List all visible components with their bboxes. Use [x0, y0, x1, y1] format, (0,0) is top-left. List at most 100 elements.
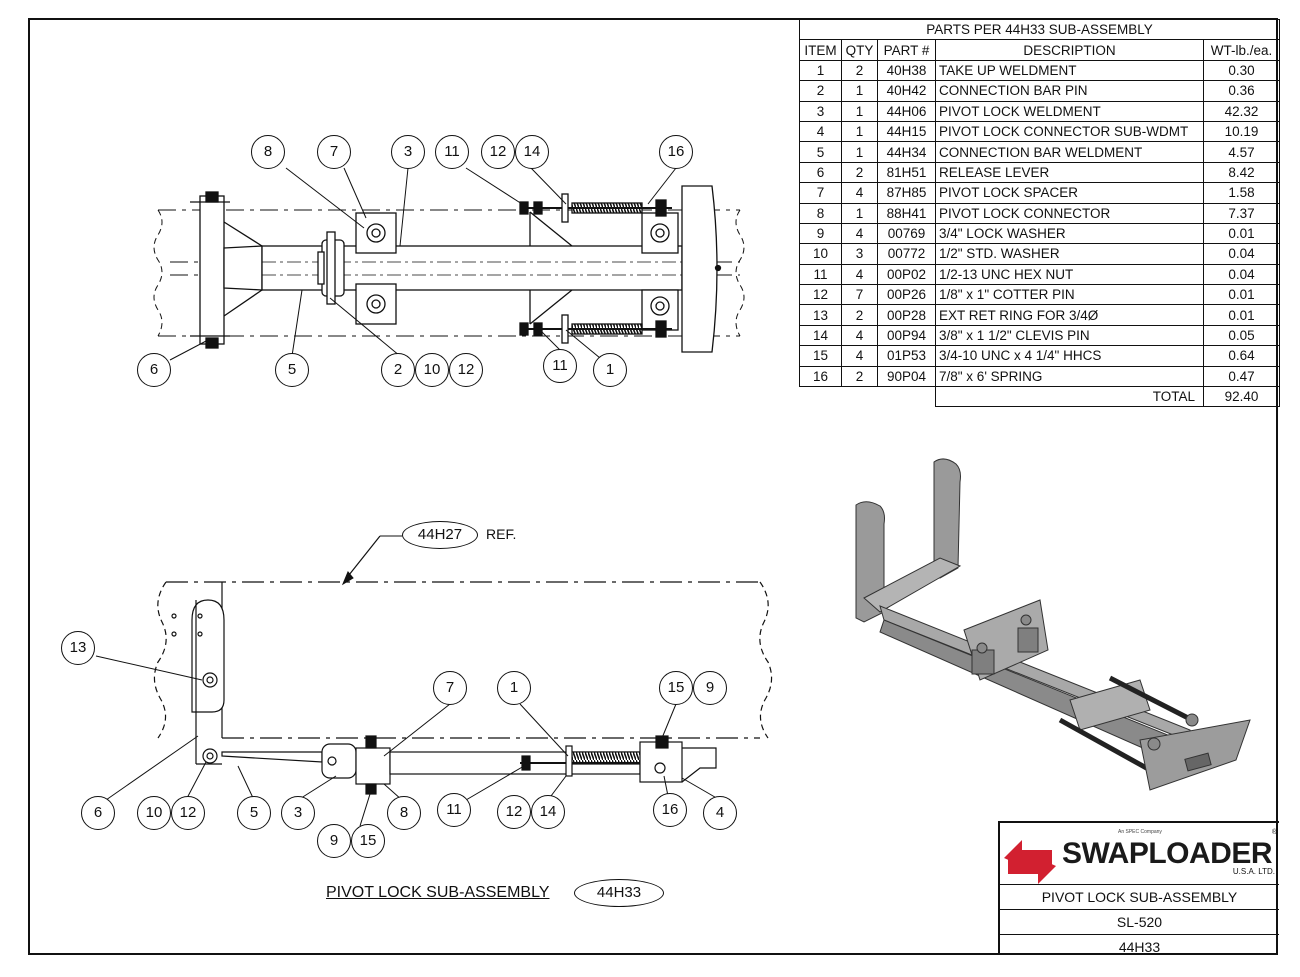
side-view-leaders [95, 535, 721, 827]
top-view [153, 185, 745, 353]
header-weight: WT-lb./ea. [1203, 39, 1280, 61]
cell-description: 7/8" x 6' SPRING [935, 365, 1204, 388]
cell-item: 16 [799, 365, 842, 388]
header-item: ITEM [799, 39, 842, 61]
top-view-callout-balloon: 5 [275, 353, 309, 387]
cell-qty: 4 [841, 222, 878, 245]
top-view-leaders [169, 167, 677, 361]
cell-qty: 2 [841, 59, 878, 82]
title-block: An SPEC Company SWAPLOADER ® U.S.A. LTD.… [998, 821, 1279, 955]
top-view-callout-balloon: 12 [481, 135, 515, 169]
side-view-callout-balloon: 14 [531, 795, 565, 829]
cell-qty: 2 [841, 304, 878, 326]
cell-item: 1 [799, 59, 842, 82]
side-view-callout-balloon: 11 [437, 793, 471, 827]
ref-suffix: REF. [486, 526, 517, 542]
header-qty: QTY [841, 39, 878, 61]
part-number: 44H33 [1118, 939, 1161, 955]
logo-subtitle: U.S.A. LTD. [1232, 867, 1275, 876]
cell-part: 00P28 [877, 304, 936, 326]
cell-qty: 1 [841, 100, 878, 122]
logo-registered: ® [1271, 829, 1277, 836]
cell-qty: 4 [841, 263, 878, 286]
cell-weight: 0.05 [1203, 324, 1280, 347]
cell-part: 81H51 [877, 161, 936, 184]
cell-weight: 0.01 [1203, 304, 1280, 326]
cell-weight: 0.01 [1203, 284, 1280, 306]
cell-description: 1/8" x 1" COTTER PIN [935, 284, 1204, 306]
cell-description: 3/4" LOCK WASHER [935, 222, 1204, 245]
cell-item: 8 [799, 202, 842, 224]
cell-part: 40H42 [877, 80, 936, 102]
top-view-callout-balloon: 14 [515, 135, 549, 169]
side-view-caption: PIVOT LOCK SUB-ASSEMBLY [326, 884, 550, 901]
cell-description: RELEASE LEVER [935, 161, 1204, 184]
top-view-callout-balloon: 8 [251, 135, 285, 169]
side-view-callout-balloon: 4 [703, 796, 737, 830]
side-view-callout-balloon: 15 [351, 824, 385, 858]
top-view-callout-balloon: 12 [449, 353, 483, 387]
side-view-callout-balloon: 7 [433, 671, 467, 705]
cell-description: 1/2-13 UNC HEX NUT [935, 263, 1204, 286]
drawing-border [28, 18, 1278, 955]
logo-tagline: An SPEC Company [1118, 829, 1162, 835]
top-view-callout-balloon: 6 [137, 353, 171, 387]
cell-description: PIVOT LOCK CONNECTOR SUB-WDMT [935, 120, 1204, 143]
side-view-callout-balloon: 16 [653, 793, 687, 827]
cell-item: 7 [799, 182, 842, 204]
cell-qty: 4 [841, 324, 878, 347]
top-view-callout-balloon: 1 [593, 353, 627, 387]
cell-item: 2 [799, 80, 842, 102]
logo-name: SWAPLOADER [1062, 837, 1273, 870]
caption-part-balloon: 44H33 [574, 879, 664, 907]
cell-qty: 2 [841, 365, 878, 388]
cell-item: 11 [799, 263, 842, 286]
cell-weight: 0.01 [1203, 222, 1280, 245]
cell-weight: 0.04 [1203, 243, 1280, 265]
cell-qty: 3 [841, 243, 878, 265]
total-label: TOTAL [935, 386, 1204, 408]
top-view-callout-balloon: 2 [381, 353, 415, 387]
cell-part: 00P02 [877, 263, 936, 286]
parts-table-header: ITEM QTY PART # DESCRIPTION WT-lb./ea. [799, 39, 1280, 61]
parts-table-title: PARTS PER 44H33 SUB-ASSEMBLY [799, 18, 1280, 41]
cell-weight: 0.64 [1203, 345, 1280, 367]
side-view-callout-balloon: 6 [81, 796, 115, 830]
cell-description: EXT RET RING FOR 3/4Ø [935, 304, 1204, 326]
cell-description: TAKE UP WELDMENT [935, 59, 1204, 82]
cell-item: 10 [799, 243, 842, 265]
cell-part: 87H85 [877, 182, 936, 204]
side-view-callout-balloon: 3 [281, 796, 315, 830]
cell-weight: 42.32 [1203, 100, 1280, 122]
total-value: 92.40 [1203, 386, 1280, 408]
cell-part: 00P94 [877, 324, 936, 347]
cell-description: CONNECTION BAR PIN [935, 80, 1204, 102]
top-view-callout-balloon: 10 [415, 353, 449, 387]
cell-weight: 10.19 [1203, 120, 1280, 143]
header-description: DESCRIPTION [935, 39, 1204, 61]
cell-description: 1/2" STD. WASHER [935, 243, 1204, 265]
cell-item: 14 [799, 324, 842, 347]
cell-part: 44H15 [877, 120, 936, 143]
cell-part: 00P26 [877, 284, 936, 306]
cell-part: 00769 [877, 222, 936, 245]
cell-item: 3 [799, 100, 842, 122]
cell-description: PIVOT LOCK WELDMENT [935, 100, 1204, 122]
side-view-callout-balloon: 13 [61, 631, 95, 665]
side-view-callout-balloon: 9 [693, 671, 727, 705]
cell-description: CONNECTION BAR WELDMENT [935, 141, 1204, 163]
cell-description: 3/8" x 1 1/2" CLEVIS PIN [935, 324, 1204, 347]
cell-qty: 4 [841, 182, 878, 204]
cell-description: 3/4-10 UNC x 4 1/4" HHCS [935, 345, 1204, 367]
logo: An SPEC Company SWAPLOADER ® U.S.A. LTD. [1000, 823, 1279, 885]
header-part: PART # [877, 39, 936, 61]
